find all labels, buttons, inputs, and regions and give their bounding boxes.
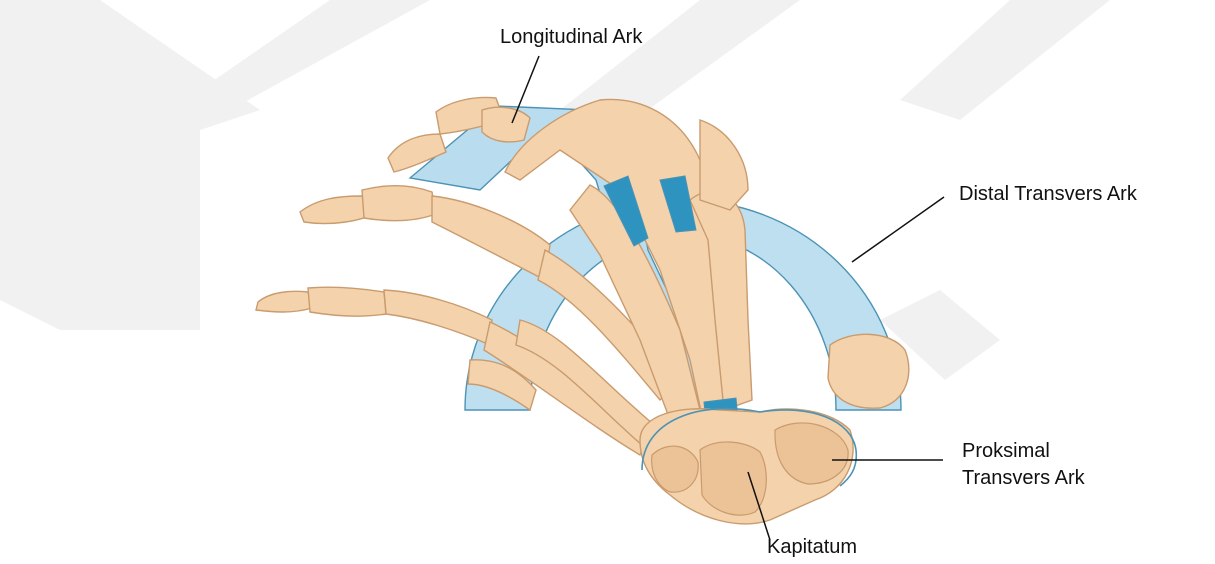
proximal-label-line-1: Proksimal: [962, 438, 1085, 465]
hamate-bone: [828, 334, 909, 408]
distal-transverse-arch-label: Distal Transvers Ark: [959, 181, 1137, 208]
watermark-bands: [0, 0, 1110, 380]
capitate-label: Kapitatum: [767, 534, 857, 561]
proximal-transverse-arch-label: Proksimal Transvers Ark: [962, 438, 1085, 492]
leader-distal: [852, 197, 944, 262]
longitudinal-arch-label: Longitudinal Ark: [500, 24, 642, 51]
carpal-bones: [640, 409, 853, 524]
proximal-label-line-2: Transvers Ark: [962, 465, 1085, 492]
